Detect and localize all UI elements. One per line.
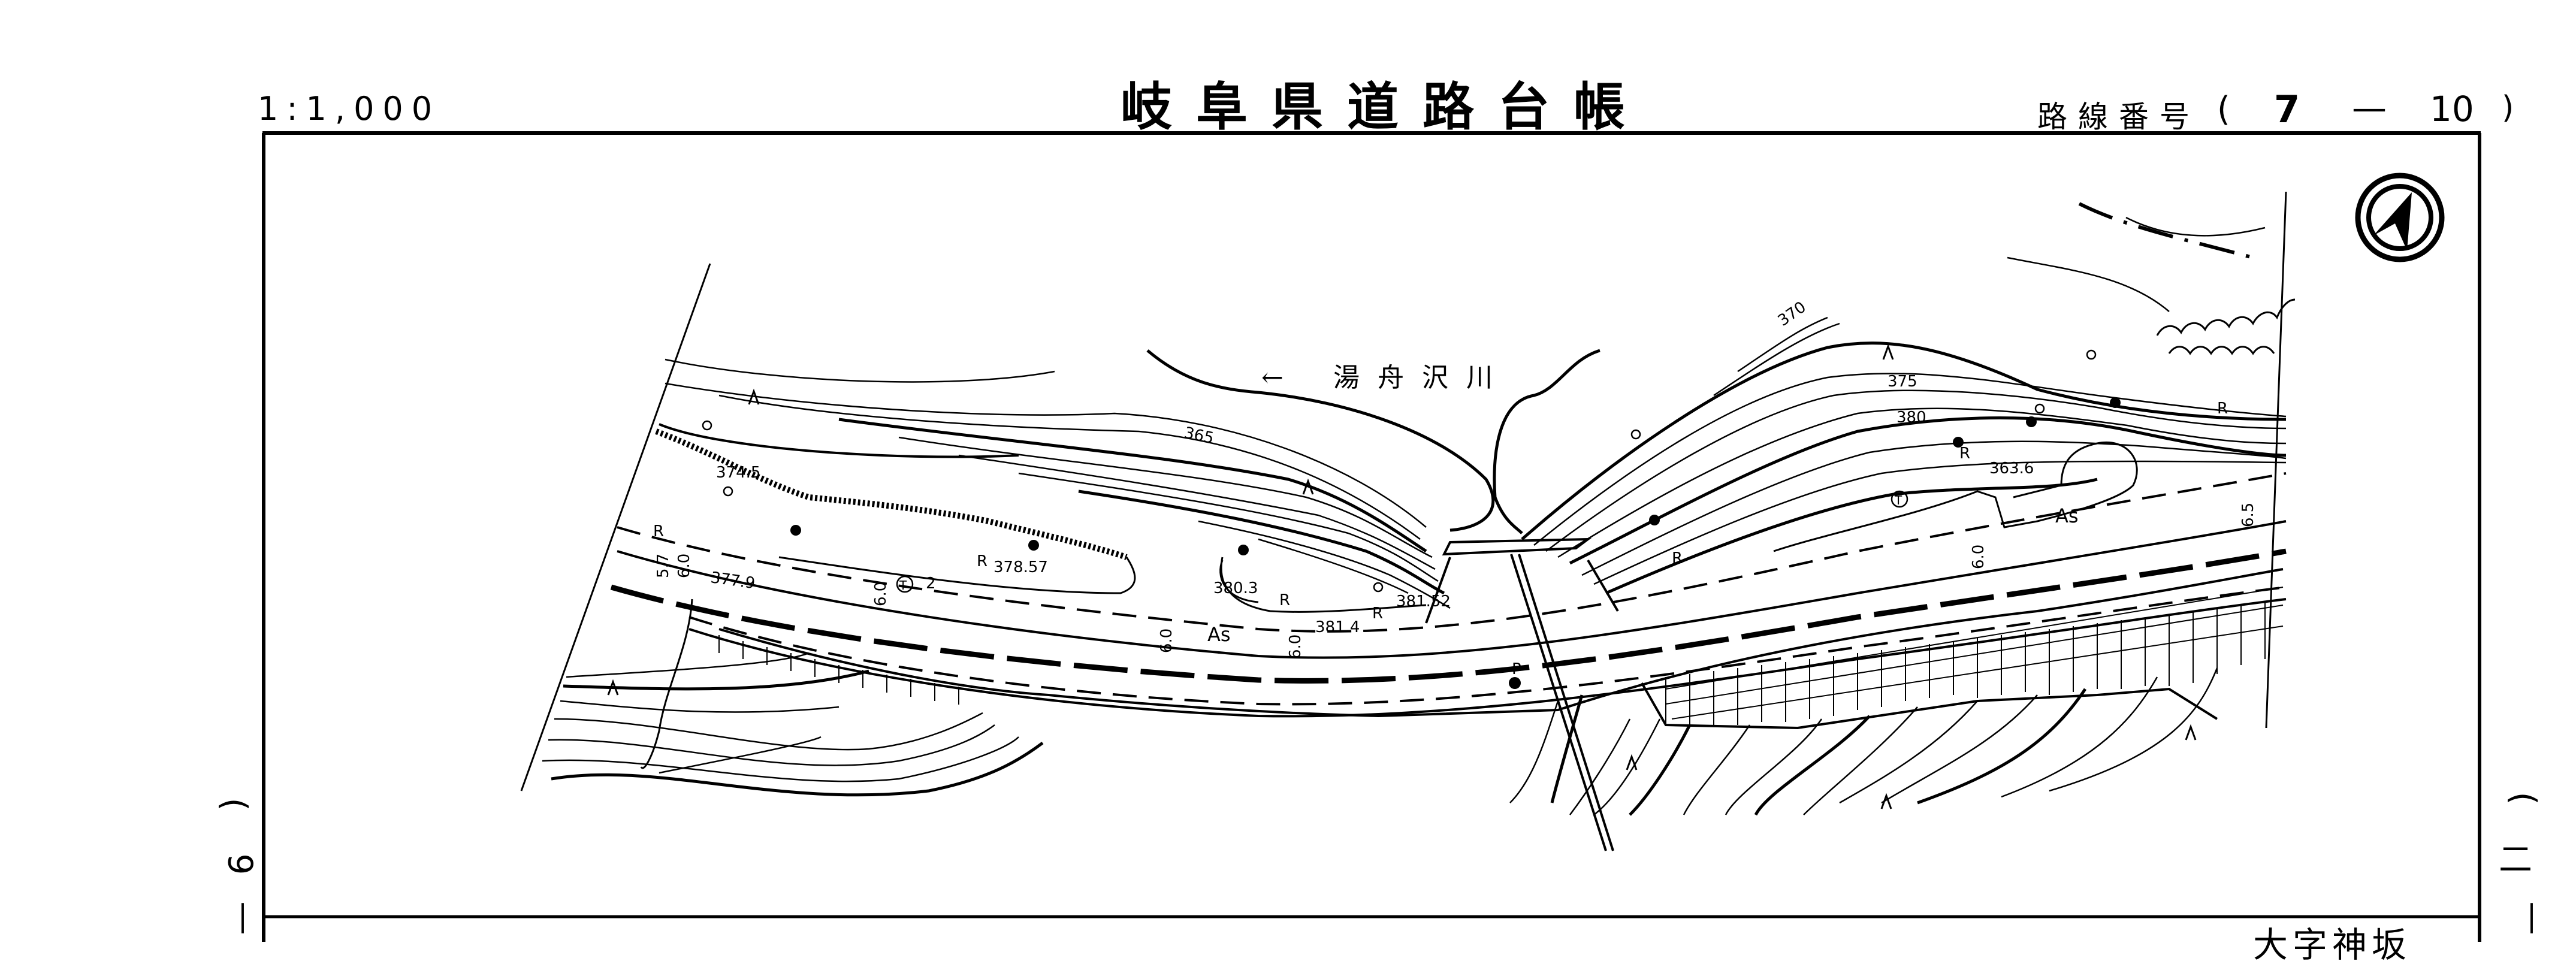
contour-lines-right: [1521, 202, 2287, 595]
road-edges: [610, 472, 2287, 718]
spot-height-377-9: 377.9: [709, 569, 756, 593]
route-close-paren: ): [2502, 90, 2514, 126]
river-bank-upper: [1146, 349, 1495, 532]
north-arrow-icon: [2355, 173, 2445, 262]
road-map-drawing: ← 湯舟沢川 365 370 375 380 374.5 377.9 378.5…: [262, 131, 2481, 942]
width-label-6-0-d: 6.0: [1287, 634, 1304, 659]
vegetation-cluster: [2156, 298, 2296, 355]
width-label-6-0-e: 6.0: [1970, 545, 1988, 569]
page-title: 岐阜県道路台帳: [1121, 77, 1649, 137]
map-frame: [262, 131, 2481, 942]
contour-label-380: 380: [1896, 409, 1926, 427]
retaining-wall-label: R: [1672, 549, 1683, 567]
right-margin-sheet-number: ( 二 —: [2499, 779, 2571, 941]
pole-label-P: P: [1512, 660, 1521, 678]
retaining-wall-label: R: [1279, 591, 1290, 609]
map-symbols: [790, 397, 2121, 689]
road-centerline: [610, 548, 2287, 684]
contour-lines-lower-left: [542, 652, 1044, 797]
vegetation-symbols: [607, 343, 2197, 809]
route-number-major: 7: [2274, 87, 2300, 131]
spot-height-381-4: 381.4: [1315, 618, 1360, 636]
island-outlines: [1219, 442, 2138, 603]
retaining-wall-label: R: [1959, 445, 1970, 463]
retaining-wall-label: R: [977, 552, 987, 570]
route-open-paren: (: [2217, 90, 2230, 129]
river-bank-right: [1493, 349, 1600, 534]
bridge-structure: [1425, 537, 1619, 851]
map-sheet: [520, 191, 2296, 851]
width-label-6-5: 6.5: [2239, 503, 2257, 527]
T-symbol-markers: [896, 490, 1908, 593]
map-scale: 1:1,000: [258, 90, 441, 128]
spot-height-374-5: 374.5: [716, 464, 760, 482]
contour-lines-upper: [665, 358, 1451, 609]
contour-lines-lower-right: [1509, 667, 2218, 816]
surface-label-as-left: As: [1207, 623, 1231, 646]
contour-label-375: 375: [1888, 373, 1917, 391]
marker-label-2: 2: [926, 575, 936, 593]
river-arrow: ←: [1261, 362, 1298, 393]
spot-height-378-57: 378.57: [993, 558, 1048, 576]
surface-label-as-right: As: [2055, 504, 2079, 527]
width-label-5-7: 5.7: [654, 554, 672, 578]
route-number-minor: 10: [2430, 89, 2474, 129]
route-number-dash: —: [2352, 87, 2387, 128]
width-label-6-0-a: 6.0: [675, 554, 693, 578]
width-label-6-0-c: 6.0: [1158, 628, 1176, 653]
retaining-wall-upper: [655, 428, 1128, 560]
spot-height-380-3: 380.3: [1213, 579, 1258, 597]
river-name: 湯舟沢川: [1333, 362, 1511, 393]
T-symbol-label: T: [1894, 493, 1902, 507]
contour-label-365: 365: [1183, 424, 1216, 448]
spot-height-381-52: 381.52: [1396, 593, 1451, 611]
stream-line: [640, 599, 693, 769]
small-circle-symbols: [702, 349, 2097, 593]
spot-height-363-6: 363.6: [1989, 460, 2034, 478]
contour-label-370: 370: [1775, 298, 1810, 330]
width-label-6-0-b: 6.0: [872, 582, 890, 606]
retaining-wall-label: R: [2217, 400, 2228, 418]
route-number-label: 路線番号: [2037, 99, 2200, 134]
retaining-wall-label: R: [1372, 605, 1383, 622]
retaining-wall-label: R: [653, 522, 664, 540]
T-symbol-label: T: [899, 578, 907, 593]
right-sheet-number: 二: [2499, 841, 2532, 880]
map-labels: ← 湯舟沢川 365 370 375 380 374.5 377.9 378.5…: [653, 298, 2257, 678]
